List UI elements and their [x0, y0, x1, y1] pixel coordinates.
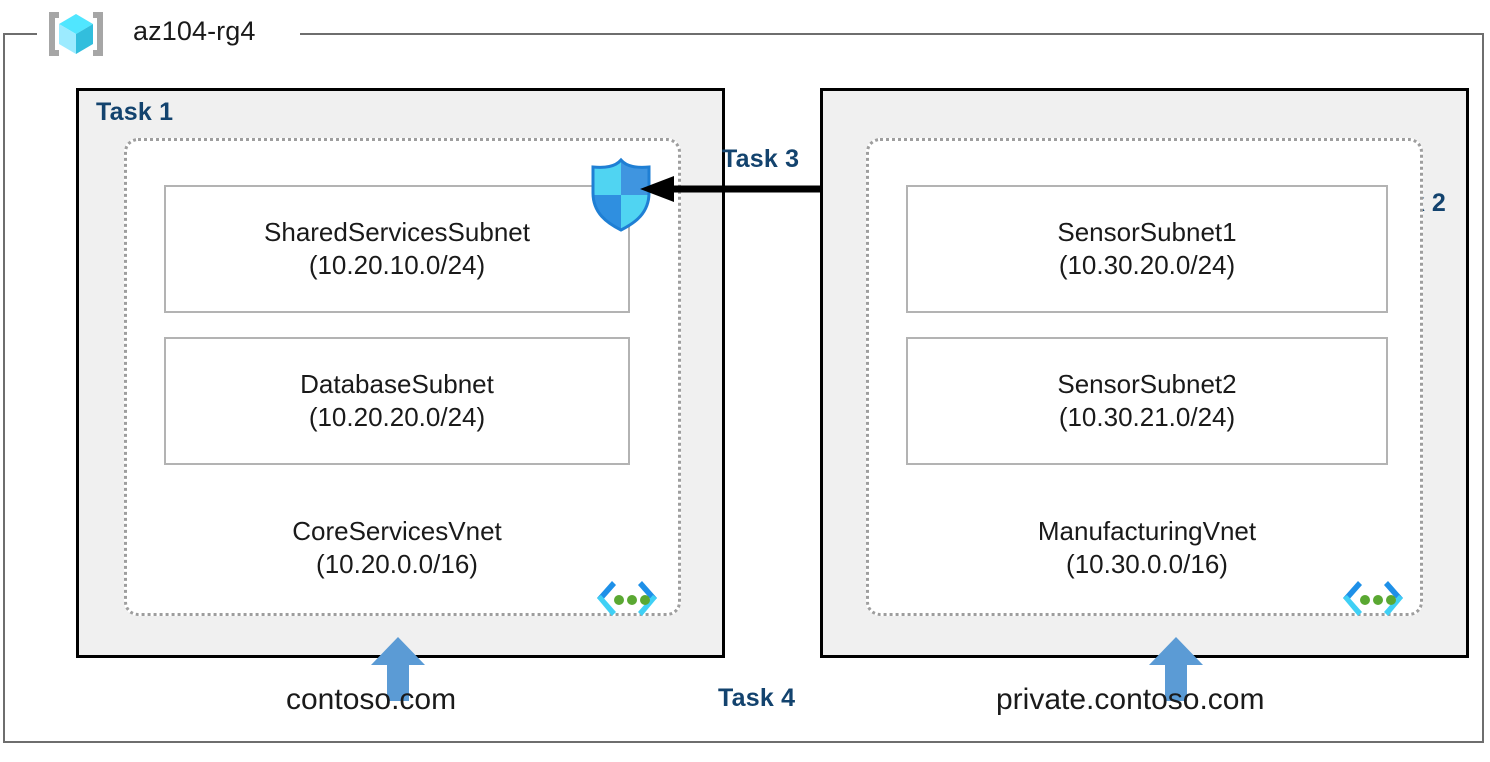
- dns-zone-contoso-label: contoso.com: [286, 683, 457, 716]
- vnet-name: ManufacturingVnet: [1037, 516, 1257, 546]
- virtual-network-icon: [1340, 578, 1406, 624]
- subnet-sensorsubnet1: SensorSubnet1 (10.30.20.0/24): [906, 185, 1388, 313]
- azure-resource-group-icon: [45, 8, 107, 60]
- resource-group-border-top: [300, 33, 1484, 35]
- up-arrow-icon: [1149, 637, 1203, 701]
- task-4-label: Task 4: [718, 684, 796, 712]
- manufacturing-vnet-label: ManufacturingVnet (10.30.0.0/16): [906, 515, 1388, 581]
- vnet-cidr: (10.20.0.0/16): [316, 548, 478, 579]
- azure-firewall-shield-icon: [585, 157, 657, 233]
- subnet-cidr: (10.30.21.0/24): [1058, 402, 1236, 432]
- task-1-label: Task 1: [96, 98, 174, 126]
- core-services-vnet-label: CoreServicesVnet (10.20.0.0/16): [164, 515, 630, 581]
- subnet-name: SensorSubnet2: [1057, 369, 1237, 400]
- subnet-name: SensorSubnet1: [1057, 217, 1237, 248]
- subnet-databasesubnet: DatabaseSubnet (10.20.20.0/24): [164, 337, 630, 465]
- virtual-network-icon: [594, 578, 660, 624]
- subnet-name: DatabaseSubnet: [300, 369, 494, 400]
- subnet-cidr: (10.20.10.0/24): [308, 250, 486, 280]
- subnet-cidr: (10.30.20.0/24): [1058, 250, 1236, 280]
- resource-group-border-left: [3, 33, 5, 743]
- task-3-label: Task 3: [722, 145, 800, 173]
- dns-zone-private-contoso-label: private.contoso.com: [996, 683, 1265, 716]
- subnet-sensorsubnet2: SensorSubnet2 (10.30.21.0/24): [906, 337, 1388, 465]
- resource-group-border-top-stub: [3, 33, 37, 35]
- subnet-sharedservicessubnet: SharedServicesSubnet (10.20.10.0/24): [164, 185, 630, 313]
- resource-group-title: az104-rg4: [133, 16, 256, 46]
- up-arrow-icon: [371, 637, 425, 701]
- vnet-cidr: (10.30.0.0/16): [1066, 548, 1228, 579]
- subnet-cidr: (10.20.20.0/24): [308, 402, 486, 432]
- vnet-name: CoreServicesVnet: [292, 516, 502, 546]
- resource-group-border-bottom: [3, 741, 1484, 743]
- resource-group-border-right: [1482, 33, 1484, 743]
- subnet-name: SharedServicesSubnet: [264, 217, 530, 248]
